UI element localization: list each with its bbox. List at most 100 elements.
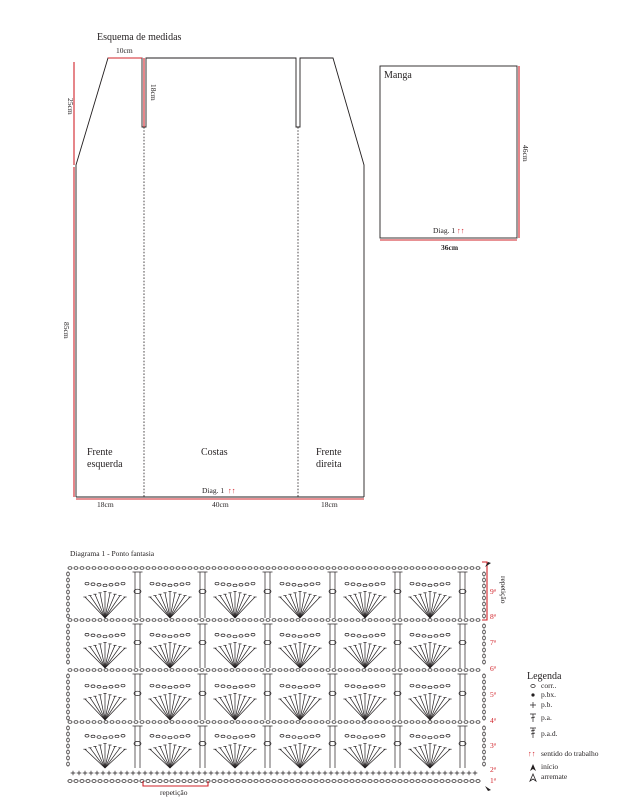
- row-label-7: 7ª: [490, 638, 497, 647]
- band-chain: [247, 668, 253, 672]
- band-chain: [391, 720, 397, 724]
- band-chain: [85, 618, 91, 622]
- band-chain: [325, 618, 331, 622]
- sc-stitch: [202, 770, 208, 776]
- band-chain: [343, 668, 349, 672]
- fan-stitch: [299, 744, 306, 769]
- legend-label-finish: arremate: [541, 772, 568, 781]
- band-chain: [415, 566, 421, 570]
- band-chain: [343, 566, 349, 570]
- fan-stitch: [424, 694, 431, 721]
- arch-chain: [380, 734, 386, 738]
- fan-stitch: [349, 697, 366, 721]
- band-chain: [457, 566, 463, 570]
- band-chain: [349, 668, 355, 672]
- arch-chain: [108, 735, 114, 739]
- band-chain: [253, 668, 259, 672]
- chain-stitch: [199, 779, 205, 783]
- band-chain: [115, 720, 121, 724]
- band-chain: [205, 720, 211, 724]
- band-chain: [391, 668, 397, 672]
- chain-icon: [530, 684, 536, 688]
- fan-stitch: [294, 744, 301, 769]
- band-chain: [115, 618, 121, 622]
- fan-stitch: [159, 696, 171, 721]
- sc-stitch: [304, 770, 310, 776]
- fan-stitch: [409, 647, 431, 669]
- sc-stitch: [430, 770, 436, 776]
- chain-stitch: [313, 779, 319, 783]
- fan-stitch: [149, 596, 171, 619]
- fan-stitch: [169, 696, 181, 721]
- sc-stitch: [286, 770, 292, 776]
- arch-chain: [315, 633, 321, 637]
- body-schematic: Esquema de medidas 10cm 25cm 18cm 85cm F…: [62, 32, 365, 509]
- fan-stitch: [169, 596, 191, 619]
- arch-chain: [214, 683, 220, 688]
- chain-stitch: [127, 779, 133, 783]
- turning-chain: [66, 755, 70, 761]
- fan-stitch: [299, 594, 311, 619]
- band-chain: [265, 720, 271, 724]
- arch-chain: [368, 634, 374, 638]
- band-chain: [427, 668, 433, 672]
- fan-stitch: [94, 594, 106, 619]
- fan-stitch: [279, 748, 301, 769]
- arch-chain: [368, 583, 374, 587]
- band-chain: [433, 618, 439, 622]
- arch-chain: [368, 735, 374, 739]
- turning-chain: [66, 685, 70, 691]
- arch-chain: [84, 581, 90, 586]
- band-chain: [301, 668, 307, 672]
- band-chain: [457, 720, 463, 724]
- arch-chain: [244, 734, 250, 739]
- fan-stitch: [429, 696, 441, 721]
- sc-stitch: [160, 770, 166, 776]
- fan-stitch: [219, 697, 236, 721]
- band-chain: [187, 720, 193, 724]
- band-chain: [421, 720, 427, 724]
- post-loop: [393, 741, 402, 747]
- post-loop: [458, 690, 467, 696]
- sc-stitch: [388, 770, 394, 776]
- band-chain: [175, 566, 181, 570]
- band-chain: [307, 618, 313, 622]
- sc-stitch: [424, 770, 430, 776]
- arch-chain: [350, 684, 356, 688]
- chain-stitch: [289, 779, 295, 783]
- band-chain: [463, 668, 469, 672]
- double-treble-icon: [530, 727, 536, 738]
- fan-stitch: [429, 698, 451, 721]
- fan-stitch: [84, 748, 106, 769]
- band-chain: [373, 618, 379, 622]
- arch-chain: [250, 683, 256, 688]
- sc-stitch: [106, 770, 112, 776]
- band-chain: [217, 720, 223, 724]
- sc-stitch: [406, 770, 412, 776]
- fan-stitch: [234, 645, 246, 669]
- band-chain: [355, 618, 361, 622]
- arch-chain: [315, 683, 321, 688]
- fan-stitch: [429, 697, 446, 721]
- fan-stitch: [104, 694, 111, 721]
- band-chain: [421, 668, 427, 672]
- sleeve-height-label: 46cm: [521, 145, 530, 162]
- arch-chain: [374, 684, 380, 688]
- fan-stitch: [429, 744, 436, 769]
- band-chain: [223, 566, 229, 570]
- fan-stitch: [224, 594, 236, 619]
- fan-stitch: [104, 594, 116, 619]
- fan-stitch: [234, 643, 241, 669]
- fan-stitch: [104, 747, 121, 769]
- arch-chain: [309, 633, 315, 637]
- chain-stitch: [85, 779, 91, 783]
- fan-stitch: [99, 694, 106, 721]
- turning-chain: [482, 635, 486, 641]
- sc-stitch: [412, 770, 418, 776]
- chain-stitch: [241, 779, 247, 783]
- arch-chain: [149, 683, 155, 688]
- band-chain: [475, 566, 481, 570]
- row-label-9: 9ª: [490, 587, 497, 596]
- arch-chain: [250, 581, 256, 586]
- band-chain: [283, 618, 289, 622]
